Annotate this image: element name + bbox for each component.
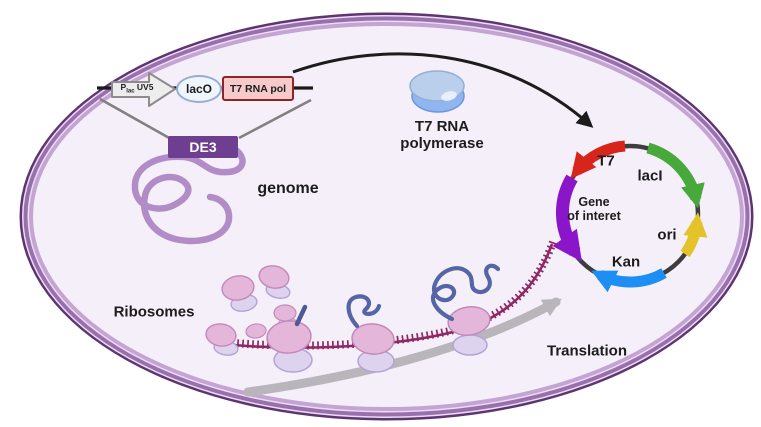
ribosome-on-mrna-icon	[266, 320, 313, 373]
ribosome-icon	[221, 275, 258, 312]
genome-strand	[131, 146, 246, 245]
plasmid-segment-kan-arrow	[591, 268, 667, 293]
t7-polymerase-to-plasmid-arrow	[292, 52, 594, 128]
promoter-arrow-icon	[111, 72, 176, 107]
t7-rna-polymerase-icon	[409, 70, 465, 113]
gene-of-interest-label: Gene of interet	[567, 195, 621, 223]
ribosome-on-mrna-icon	[351, 323, 395, 373]
ribosome-icon	[205, 323, 239, 356]
ribosome-icon	[245, 323, 267, 339]
t7-rna-pol-gene-box: T7 RNA pol	[222, 76, 294, 101]
plasmid-t7-label: T7	[597, 152, 615, 170]
plasmid-segment-t7-arrow	[570, 140, 626, 179]
plasmid-segment-lacI-arrow	[646, 142, 705, 209]
polypeptide-icon	[294, 304, 308, 327]
plasmid-ori-label: ori	[657, 226, 677, 244]
ribosome-on-mrna-icon	[447, 306, 491, 356]
ribosomes-label: Ribosomes	[113, 303, 195, 321]
promoter-label: Plac UV5	[120, 81, 154, 95]
plasmid-segment-ori-arrow	[680, 212, 708, 258]
ribosome-icon	[258, 265, 291, 299]
polymerase-label: T7 RNA polymerase	[400, 118, 484, 152]
genome-label: genome	[257, 180, 319, 198]
de3-label-box: DE3	[168, 136, 238, 158]
plasmid-lacI-label: lacI	[637, 167, 663, 185]
lac-operator-box: lacO	[176, 75, 222, 103]
polypeptide-icon	[346, 294, 382, 329]
de3-bracket-left-line	[99, 97, 172, 141]
polypeptide-icon	[430, 263, 501, 322]
translation-arrow	[243, 297, 562, 397]
de3-bracket-right-line	[238, 98, 312, 140]
plasmid-kan-label: Kan	[611, 253, 641, 271]
plasmid-segment-goi-arrow	[552, 174, 582, 262]
translation-label: Translation	[546, 342, 628, 360]
